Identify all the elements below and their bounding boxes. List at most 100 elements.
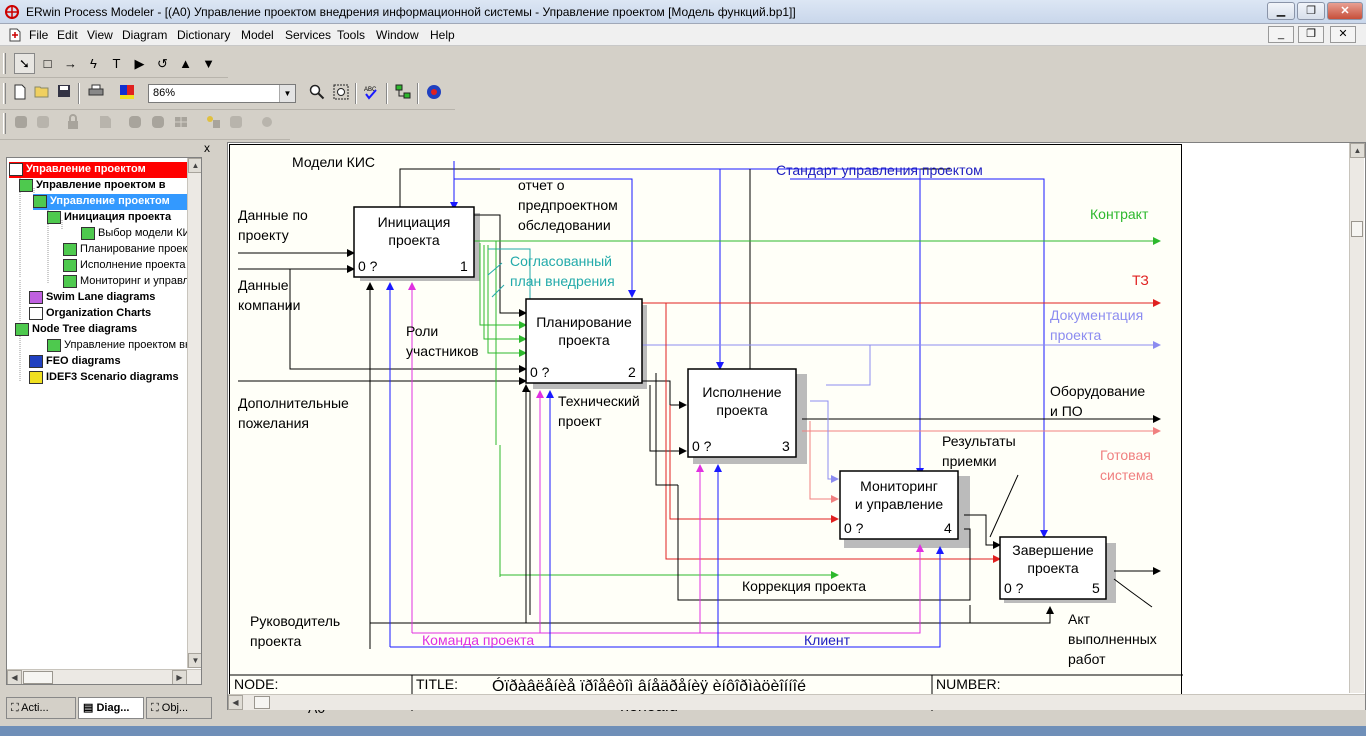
idef0-diagram[interactable]: Инициация проекта 0 ? 1 Планирование про… — [229, 144, 1183, 716]
label-team[interactable]: Команда проекта — [422, 632, 535, 648]
undo-tool-icon[interactable]: ↺ — [157, 56, 168, 71]
box-1-title[interactable]: Инициация проекта — [377, 214, 451, 248]
close-button[interactable]: ✕ — [1327, 2, 1363, 20]
document-icon[interactable] — [8, 28, 22, 42]
label-equipment[interactable]: Оборудование и ПО — [1050, 383, 1146, 419]
box-2-title[interactable]: Планирование проекта — [536, 314, 632, 348]
mart-security-icon[interactable] — [225, 113, 246, 134]
scroll-down-icon[interactable]: ▼ — [188, 653, 201, 668]
label-data-company[interactable]: Данные компании — [238, 277, 301, 313]
label-data-project[interactable]: Данные по проекту — [238, 207, 308, 243]
tree-item-initiation[interactable]: Инициация проекта — [47, 210, 171, 226]
menu-edit[interactable]: Edit — [57, 28, 78, 42]
mart-options-icon[interactable] — [256, 113, 277, 134]
tree-item-node-tree-child[interactable]: Управление проектом вн — [47, 338, 191, 354]
zoom-fit-icon[interactable] — [330, 83, 351, 104]
model-explorer-icon[interactable] — [392, 83, 413, 104]
mdi-restore-button[interactable]: ❐ — [1298, 26, 1324, 43]
toolbar-grip[interactable] — [3, 53, 6, 74]
tab-objects[interactable]: ⛶ Obj... — [146, 697, 212, 719]
tree-vertical-scrollbar[interactable]: ▲ ▼ — [187, 158, 201, 668]
scroll-left-icon[interactable]: ◀ — [7, 670, 22, 684]
canvas-horizontal-scrollbar[interactable]: ◀ — [228, 694, 1365, 710]
tree-item-root[interactable]: Управление проектом — [9, 162, 197, 178]
mart-report-icon[interactable] — [147, 113, 168, 134]
label-act[interactable]: Акт выполненных работ — [1068, 611, 1157, 667]
lock-icon[interactable] — [62, 113, 83, 134]
scroll-thumb[interactable] — [1351, 221, 1363, 237]
tree-item-execution[interactable]: Исполнение проекта — [63, 258, 186, 274]
zoom-in-icon[interactable] — [306, 83, 327, 104]
close-icon[interactable]: x — [204, 141, 210, 155]
mart-users-icon[interactable] — [202, 113, 223, 134]
scroll-thumb[interactable] — [23, 671, 53, 684]
offpage-tool-icon[interactable]: ▶ — [134, 56, 145, 71]
scroll-up-icon[interactable]: ▲ — [1350, 143, 1365, 158]
squiggle-tool-icon[interactable]: ϟ — [90, 56, 97, 71]
label-tz[interactable]: ТЗ — [1132, 272, 1149, 288]
print-icon[interactable] — [85, 83, 106, 104]
tree-item-monitoring[interactable]: Мониторинг и управле — [63, 274, 195, 290]
menu-view[interactable]: View — [87, 28, 113, 42]
zoom-select[interactable]: 86% ▼ — [148, 84, 296, 103]
tab-diagrams[interactable]: ▤ Diag... — [78, 697, 144, 719]
menu-tools[interactable]: Tools — [337, 28, 366, 42]
menu-window[interactable]: Window — [376, 28, 419, 42]
new-file-icon[interactable] — [9, 83, 30, 104]
mart-save-icon[interactable] — [124, 113, 145, 134]
tree-item-a0-selected[interactable]: Управление проектом — [33, 194, 201, 210]
tree-item-feo[interactable]: FEO diagrams — [29, 354, 121, 370]
mdi-close-button[interactable]: ✕ — [1330, 26, 1356, 43]
toolbar-grip[interactable] — [3, 113, 6, 134]
tree-item-context[interactable]: Управление проектом в — [19, 178, 166, 194]
label-standard[interactable]: Стандарт управления проектом — [776, 162, 983, 178]
mart-connect-icon[interactable] — [10, 113, 31, 134]
scroll-thumb[interactable] — [254, 696, 270, 709]
box-4-title[interactable]: Мониторинг и управление — [854, 478, 944, 512]
label-report[interactable]: отчет о предпроектном обследовании — [518, 177, 618, 233]
go-down-tool-icon[interactable]: ▼ — [202, 56, 215, 71]
arrow-tool-icon[interactable]: → — [64, 56, 77, 71]
box-tool-icon[interactable]: □ — [43, 56, 52, 71]
label-documentation[interactable]: Документация проекта — [1050, 307, 1144, 343]
toolbar-grip[interactable] — [3, 83, 6, 104]
mart-open-icon[interactable] — [94, 113, 115, 134]
scroll-up-icon[interactable]: ▲ — [188, 158, 201, 173]
tree-horizontal-scrollbar[interactable]: ◀ ▶ — [7, 669, 201, 684]
spell-check-icon[interactable]: ABC — [360, 83, 381, 104]
label-models-kis[interactable]: Модели КИС — [292, 154, 375, 170]
mdi-minimize-button[interactable]: _ — [1268, 26, 1294, 43]
mart-disconnect-icon[interactable] — [32, 113, 53, 134]
model-mart-icon[interactable] — [423, 83, 444, 104]
save-icon[interactable] — [53, 83, 74, 104]
label-additional-wishes[interactable]: Дополнительные пожелания — [238, 395, 349, 431]
menu-services[interactable]: Services — [285, 28, 332, 42]
menu-file[interactable]: File — [29, 28, 49, 42]
menu-dictionary[interactable]: Dictionary — [177, 28, 231, 42]
go-up-tool-icon[interactable]: ▲ — [179, 56, 192, 71]
color-palette-icon[interactable] — [116, 83, 137, 104]
label-ready-system[interactable]: Готовая система — [1100, 447, 1154, 483]
pointer-tool-icon[interactable]: ➘ — [14, 53, 35, 74]
box-3-title[interactable]: Исполнение проекта — [702, 384, 782, 418]
canvas-vertical-scrollbar[interactable]: ▲ — [1349, 143, 1365, 693]
menu-model[interactable]: Model — [241, 28, 274, 42]
minimize-button[interactable]: ▁ — [1267, 2, 1295, 20]
label-correction[interactable]: Коррекция проекта — [742, 578, 866, 594]
diagram-canvas[interactable]: Инициация проекта 0 ? 1 Планирование про… — [227, 142, 1366, 716]
label-agreed-plan[interactable]: Согласованный план внедрения — [510, 253, 615, 289]
open-folder-icon[interactable] — [31, 83, 52, 104]
tree-item-model-choice[interactable]: Выбор модели КИС — [81, 226, 198, 242]
menu-diagram[interactable]: Diagram — [122, 28, 168, 42]
mart-library-icon[interactable] — [170, 113, 191, 134]
label-contract[interactable]: Контракт — [1090, 206, 1149, 222]
restore-button[interactable]: ❐ — [1297, 2, 1325, 20]
tree-item-idef3[interactable]: IDEF3 Scenario diagrams — [29, 370, 179, 386]
tab-activities[interactable]: ⛶ Acti... — [6, 697, 76, 719]
label-manager[interactable]: Руководитель проекта — [250, 613, 341, 649]
label-acceptance[interactable]: Результаты приемки — [942, 433, 1016, 469]
scroll-left-icon[interactable]: ◀ — [228, 695, 243, 710]
tree-item-swim-lane[interactable]: Swim Lane diagrams — [29, 290, 155, 306]
tree-item-node-tree[interactable]: Node Tree diagrams — [15, 322, 137, 338]
chevron-down-icon[interactable]: ▼ — [279, 85, 295, 102]
